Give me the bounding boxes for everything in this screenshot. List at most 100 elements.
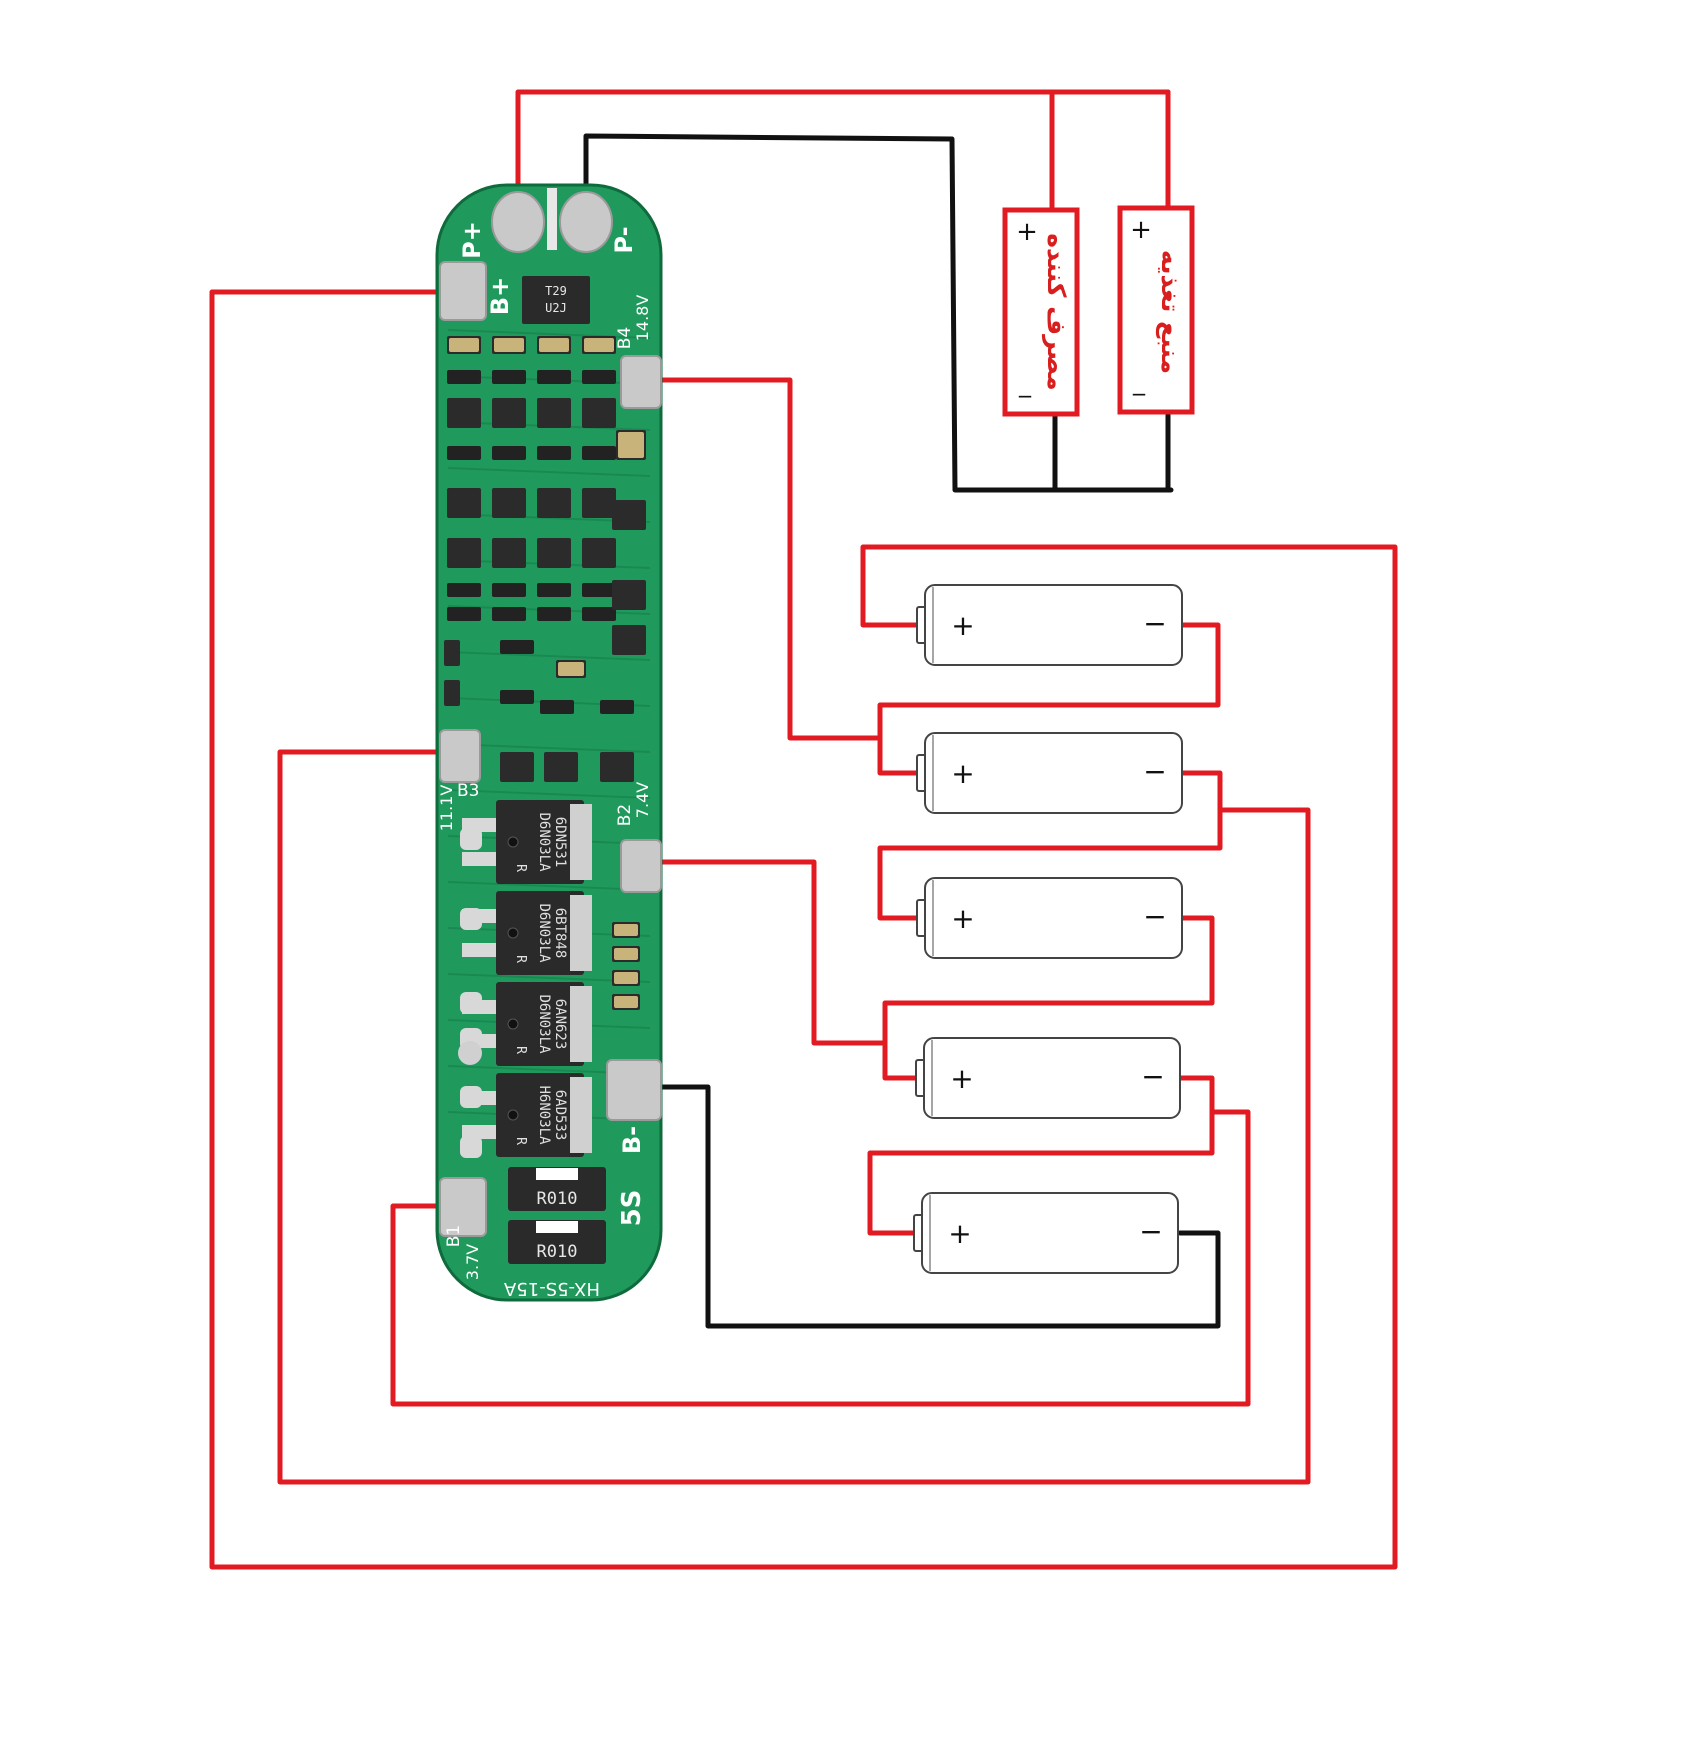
supply-plus: + <box>1130 215 1152 245</box>
smd-resistor <box>492 607 526 621</box>
mosfet-tab <box>460 992 482 1014</box>
b1-label: B1 <box>444 1225 464 1247</box>
top-chip-line2: U2J <box>545 301 567 315</box>
smd-components <box>444 336 646 1010</box>
battery-plus: + <box>951 902 974 935</box>
battery-plus: + <box>951 757 974 790</box>
supply-box: + _ منبع تغذیه <box>1117 205 1195 415</box>
smd-ic <box>582 488 616 518</box>
mosfet-tab <box>460 1086 482 1108</box>
smd-ic <box>492 398 526 428</box>
p-minus-pad <box>559 191 613 253</box>
pcb-trace <box>447 329 651 339</box>
battery-4: +− <box>915 1037 1181 1119</box>
wire-b3 <box>277 749 1311 1485</box>
smd-ic <box>447 538 481 568</box>
battery-5: +− <box>913 1192 1179 1274</box>
b3-label: B3 <box>457 781 479 801</box>
consumer-minus: _ <box>1018 370 1032 398</box>
battery-plus: + <box>950 1062 973 1095</box>
mosfet-mark: R <box>513 864 528 872</box>
test-point <box>458 1041 482 1065</box>
wire-p-plus <box>515 89 1171 217</box>
mosfet-mark: R <box>513 955 528 963</box>
wire-bat1-minus-bat2-plus <box>877 622 1221 776</box>
smd-capacitor <box>612 922 640 938</box>
output-pads <box>491 188 613 253</box>
mosfet-marking-2: 6AN623 <box>552 999 568 1050</box>
wire-bat4-minus-bat5-plus <box>867 1075 1215 1236</box>
board-model: HX-5S-15A <box>503 1278 600 1299</box>
battery-plus: + <box>948 1217 971 1250</box>
smd-capacitor <box>616 430 646 460</box>
b-plus-label: B+ <box>486 277 514 315</box>
smd-ic <box>612 500 646 530</box>
b2-pad <box>620 839 662 893</box>
smd-ic <box>447 488 481 518</box>
smd-capacitor <box>612 946 640 962</box>
smd-resistor <box>492 370 526 384</box>
smd-resistor <box>537 446 571 460</box>
top-regulator-chip: T29 U2J <box>522 276 590 324</box>
mosfet-mark: R <box>513 1046 528 1054</box>
mosfet-marking-2: 6BT848 <box>552 908 568 959</box>
battery-minus: − <box>1143 755 1166 788</box>
battery-minus: − <box>1141 1060 1164 1093</box>
battery-body <box>924 877 1183 959</box>
smd-capacitor <box>537 336 571 354</box>
battery-2: +− <box>916 732 1183 814</box>
battery-minus: − <box>1139 1215 1162 1248</box>
smd-resistor <box>582 370 616 384</box>
smd-resistor <box>537 607 571 621</box>
p-plus-label: P+ <box>458 221 486 259</box>
smd-resistor <box>537 583 571 597</box>
battery-body <box>924 732 1183 814</box>
p-plus-pad <box>491 191 545 253</box>
battery-pack: +−+−+−+−+− <box>913 584 1183 1274</box>
smd-resistor <box>492 446 526 460</box>
mosfet-marking-1: D6N03LA <box>536 812 552 872</box>
wire-b-plus <box>209 289 1398 1570</box>
wire-p-minus <box>583 133 1174 493</box>
shunt-1-label: R010 <box>537 1189 578 1209</box>
smd-resistor <box>582 607 616 621</box>
smd-ic <box>600 752 634 782</box>
b4-label: B4 <box>615 327 635 349</box>
smd-resistor <box>447 446 481 460</box>
top-chip-line1: T29 <box>545 284 567 298</box>
smd-ic <box>582 398 616 428</box>
smd-resistor <box>447 370 481 384</box>
smd-ic <box>444 680 460 706</box>
pcb-trace <box>447 789 651 799</box>
wire-b2 <box>642 859 888 1046</box>
consumer-label: مصرف کننده <box>1041 233 1071 391</box>
smd-ic <box>492 538 526 568</box>
smd-ic <box>444 640 460 666</box>
b4-voltage: 14.8V <box>633 295 652 342</box>
smd-resistor <box>492 583 526 597</box>
smd-resistor <box>540 700 574 714</box>
supply-label: منبع تغذیه <box>1155 250 1185 374</box>
smd-capacitor <box>492 336 526 354</box>
battery-minus: − <box>1143 900 1166 933</box>
wire-b-minus <box>634 1084 1221 1329</box>
b3-voltage: 11.1V <box>437 785 456 832</box>
smd-capacitor <box>612 970 640 986</box>
smd-capacitor <box>612 994 640 1010</box>
smd-ic <box>537 398 571 428</box>
shunt-resistor-2: R010 <box>508 1220 606 1264</box>
battery-body <box>921 1192 1179 1274</box>
b1-pad <box>439 1177 487 1237</box>
smd-capacitor <box>447 336 481 354</box>
battery-3: +− <box>916 877 1183 959</box>
smd-ic <box>582 538 616 568</box>
wires <box>209 89 1398 1570</box>
battery-body <box>924 584 1183 666</box>
mosfet-tab <box>460 908 482 930</box>
b2-label: B2 <box>615 804 635 826</box>
pcb-trace <box>447 651 651 661</box>
